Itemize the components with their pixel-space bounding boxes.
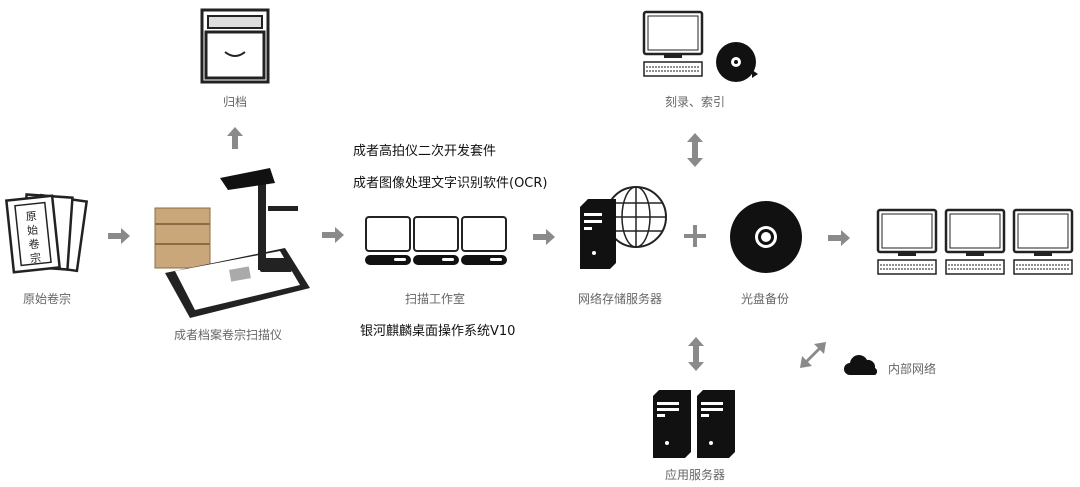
ocr-software-text: 成者图像处理文字识别软件(OCR) (353, 176, 548, 191)
plus-icon (684, 225, 706, 247)
arrow-up-down-icon (687, 133, 703, 167)
arrow-right-icon (533, 229, 555, 245)
arrow-up-down-icon (688, 337, 704, 371)
document-text-1: 原 (25, 210, 37, 224)
archive-cabinet-icon (200, 8, 270, 84)
disc-backup-label: 光盘备份 (740, 292, 790, 306)
disc-icon (730, 201, 802, 273)
original-files-label: 原始卷宗 (22, 292, 72, 306)
arrow-right-icon (108, 228, 130, 244)
arrow-diagonal-icon (800, 342, 826, 368)
arrow-right-icon (828, 230, 850, 246)
client-computers-icon (876, 208, 1074, 276)
scan-room-label: 扫描工作室 (404, 292, 466, 306)
workstations-icon (365, 216, 507, 265)
arrow-up-icon (227, 127, 243, 149)
documents-icon: 原 始 卷 宗 (4, 193, 89, 274)
document-text-4: 宗 (29, 250, 41, 265)
sdk-software-text: 成者高拍仪二次开发套件 (353, 144, 497, 159)
burn-station-icon (642, 10, 758, 82)
storage-server-icon (580, 186, 667, 269)
intranet-label: 内部网络 (888, 362, 937, 376)
burn-index-label: 刻录、索引 (664, 95, 726, 109)
storage-server-label: 网络存储服务器 (577, 292, 663, 306)
document-text-3: 卷 (28, 236, 40, 251)
os-software-text: 银河麒麟桌面操作系统V10 (360, 324, 516, 339)
scanner-label: 成者档案卷宗扫描仪 (173, 328, 283, 342)
scanner-icon (154, 168, 310, 318)
cloud-icon (844, 355, 878, 375)
arrow-right-icon (322, 227, 344, 243)
document-text-2: 始 (26, 222, 38, 237)
app-servers-icon (653, 390, 735, 458)
app-server-label: 应用服务器 (664, 468, 726, 482)
archive-label: 归档 (222, 95, 248, 109)
